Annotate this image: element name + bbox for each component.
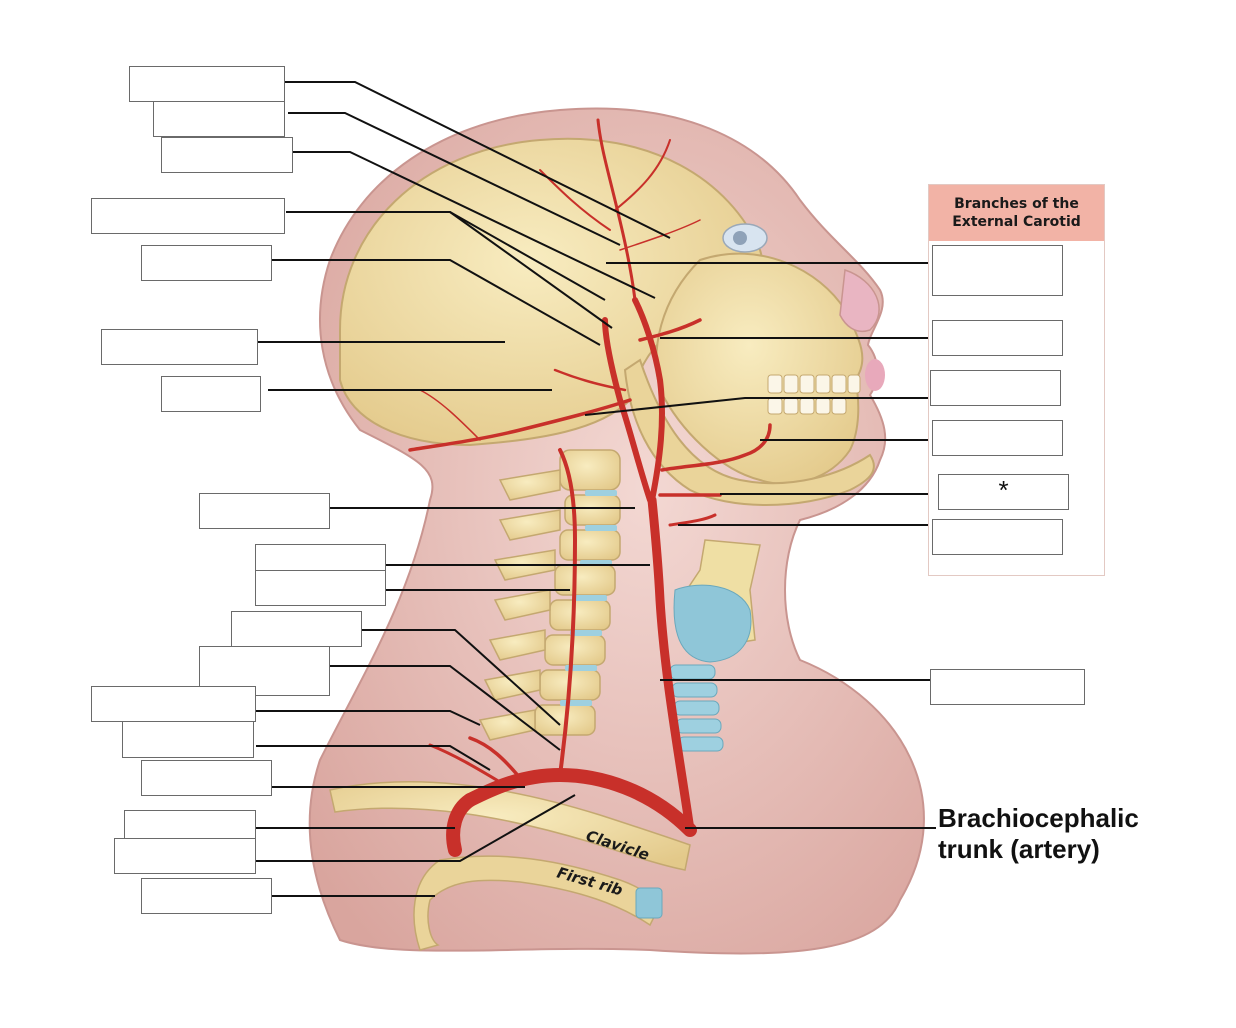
trachea-rings: [669, 664, 724, 752]
facial-artery: [660, 423, 772, 472]
blank-label-box[interactable]: [932, 519, 1063, 555]
blank-label-box[interactable]: [91, 198, 285, 234]
internal-carotid-artery: [602, 317, 653, 503]
occipital-branch: [419, 389, 481, 441]
blank-label-box[interactable]: [231, 611, 362, 647]
blank-label-box[interactable]: [101, 329, 258, 365]
blank-label-box[interactable]: [932, 245, 1063, 296]
blank-label-box[interactable]: [153, 101, 285, 137]
brachiocephalic-line1: Brachiocephalic: [938, 803, 1139, 833]
leader-lines-left: [256, 81, 671, 897]
brachiocephalic-line2: trunk (artery): [938, 834, 1100, 864]
blank-label-box[interactable]: [930, 669, 1085, 705]
branches-title-line1: Branches of the: [954, 196, 1079, 212]
blank-label-box[interactable]: [199, 646, 330, 696]
blank-label-box[interactable]: [199, 493, 330, 529]
branches-panel-header: Branches of the External Carotid: [929, 185, 1104, 241]
blank-label-box[interactable]: [141, 245, 272, 281]
blank-label-box[interactable]: [255, 544, 386, 572]
first-rib: [413, 855, 661, 951]
subclavian-artery: [463, 768, 697, 837]
blank-label-box-starred[interactable]: *: [938, 474, 1069, 510]
leader-lines-right: [584, 262, 938, 829]
arteries: [408, 118, 772, 857]
temporal-branch-1: [614, 139, 671, 211]
subclavian-stump: [446, 793, 477, 857]
common-carotid-artery: [647, 495, 695, 835]
rib-cartilage: [635, 887, 663, 919]
blank-label-box[interactable]: [161, 376, 261, 412]
nose: [839, 268, 880, 332]
blank-label-box[interactable]: [91, 686, 256, 722]
blank-label-box[interactable]: [124, 810, 256, 840]
maxillary-artery: [638, 318, 702, 342]
superficial-temporal-artery: [596, 118, 637, 302]
blank-label-box[interactable]: [114, 838, 256, 874]
lips: [865, 359, 885, 391]
brachiocephalic-trunk-label: Brachiocephalic trunk (artery): [938, 803, 1198, 865]
blank-label-box[interactable]: [129, 66, 285, 102]
thyroid-lobe: [673, 584, 752, 663]
branches-title-line2: External Carotid: [952, 214, 1081, 230]
blank-label-box[interactable]: [930, 370, 1061, 406]
external-carotid-artery: [632, 297, 665, 503]
posterior-auricular-artery: [553, 368, 627, 392]
blank-label-box[interactable]: [122, 721, 254, 758]
blank-label-box[interactable]: [255, 570, 386, 606]
costocervical-trunk: [428, 743, 502, 784]
iris: [733, 231, 747, 245]
occipital-artery: [408, 398, 632, 452]
blank-label-box[interactable]: [141, 878, 272, 914]
blank-label-box[interactable]: [141, 760, 272, 796]
thyrocervical-trunk: [468, 736, 522, 780]
asterisk-mark: *: [998, 475, 1009, 505]
blank-label-box[interactable]: [932, 320, 1063, 356]
blank-label-box[interactable]: [161, 137, 293, 173]
teeth: [767, 374, 861, 415]
blank-label-box[interactable]: [932, 420, 1063, 456]
vertebral-artery: [558, 448, 577, 777]
superior-thyroid-artery: [668, 513, 717, 527]
